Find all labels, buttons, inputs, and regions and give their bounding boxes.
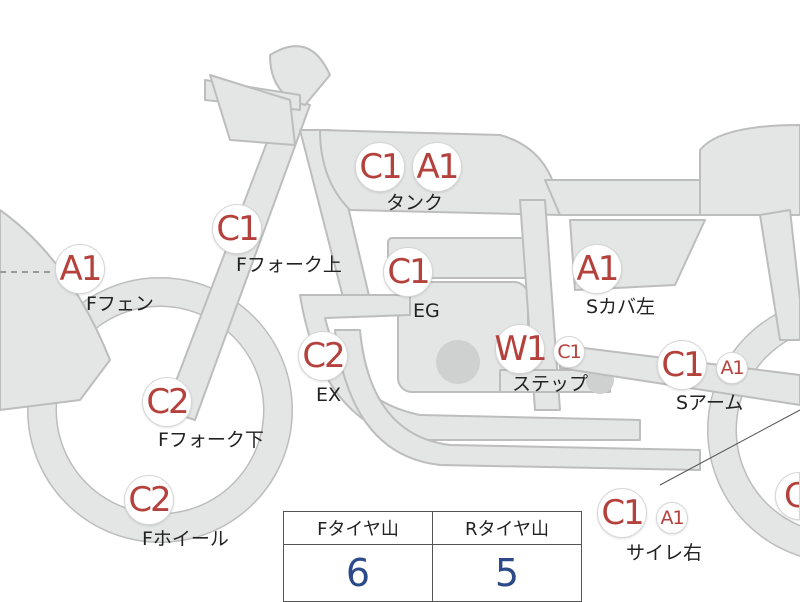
sarm-c1-badge[interactable]: C1	[657, 340, 707, 390]
rear-tire-value[interactable]: 5	[432, 544, 582, 602]
front-tire-header: Fタイヤ山	[283, 511, 433, 545]
rear-seat[interactable]	[699, 124, 800, 216]
rear-shock[interactable]	[759, 209, 800, 341]
eg-c1-badge[interactable]: C1	[383, 247, 433, 297]
ex-c2-badge[interactable]: C2	[298, 331, 348, 381]
label-tank: タンク	[386, 192, 444, 214]
fwheel-c2-badge[interactable]: C2	[124, 475, 174, 525]
silencer-right-c1-badge[interactable]: C1	[597, 488, 647, 538]
label-step: ステップ	[512, 373, 589, 395]
rear-tire-header: Rタイヤ山	[432, 511, 582, 545]
silencer-right-a1-badge[interactable]: A1	[656, 502, 688, 534]
label-fwheel: Fホイール	[142, 528, 229, 550]
tank-a1-badge[interactable]: A1	[412, 142, 462, 192]
ffork-upper-c1-badge[interactable]: C1	[212, 204, 262, 254]
front-tire-value[interactable]: 6	[283, 544, 433, 602]
meter[interactable]	[209, 74, 296, 146]
scover-left-a1-badge[interactable]: A1	[572, 244, 622, 294]
ffork-lower-c2-badge[interactable]: C2	[142, 377, 192, 427]
tank-c1-badge[interactable]: C1	[355, 142, 405, 192]
label-ffender: Fフェン	[86, 293, 154, 315]
tire-tread-table: Fタイヤ山 Rタイヤ山 6 5	[283, 511, 582, 602]
label-scover-left: Sカバ左	[586, 296, 656, 318]
label-ex: EX	[316, 384, 342, 406]
label-eg: EG	[413, 300, 440, 322]
headlight[interactable]	[269, 45, 331, 106]
label-sarm: Sアーム	[676, 392, 744, 414]
sarm-a1-badge[interactable]: A1	[716, 352, 748, 384]
label-ffork-upper: Fフォーク上	[236, 254, 342, 276]
label-silencer-right: サイレ右	[626, 542, 703, 564]
label-ffork-lower: Fフォーク下	[158, 429, 264, 451]
step-w1-badge[interactable]: W1	[494, 324, 548, 374]
step-c1-badge[interactable]: C1	[553, 336, 585, 368]
ffender-a1-badge[interactable]: A1	[55, 244, 105, 294]
